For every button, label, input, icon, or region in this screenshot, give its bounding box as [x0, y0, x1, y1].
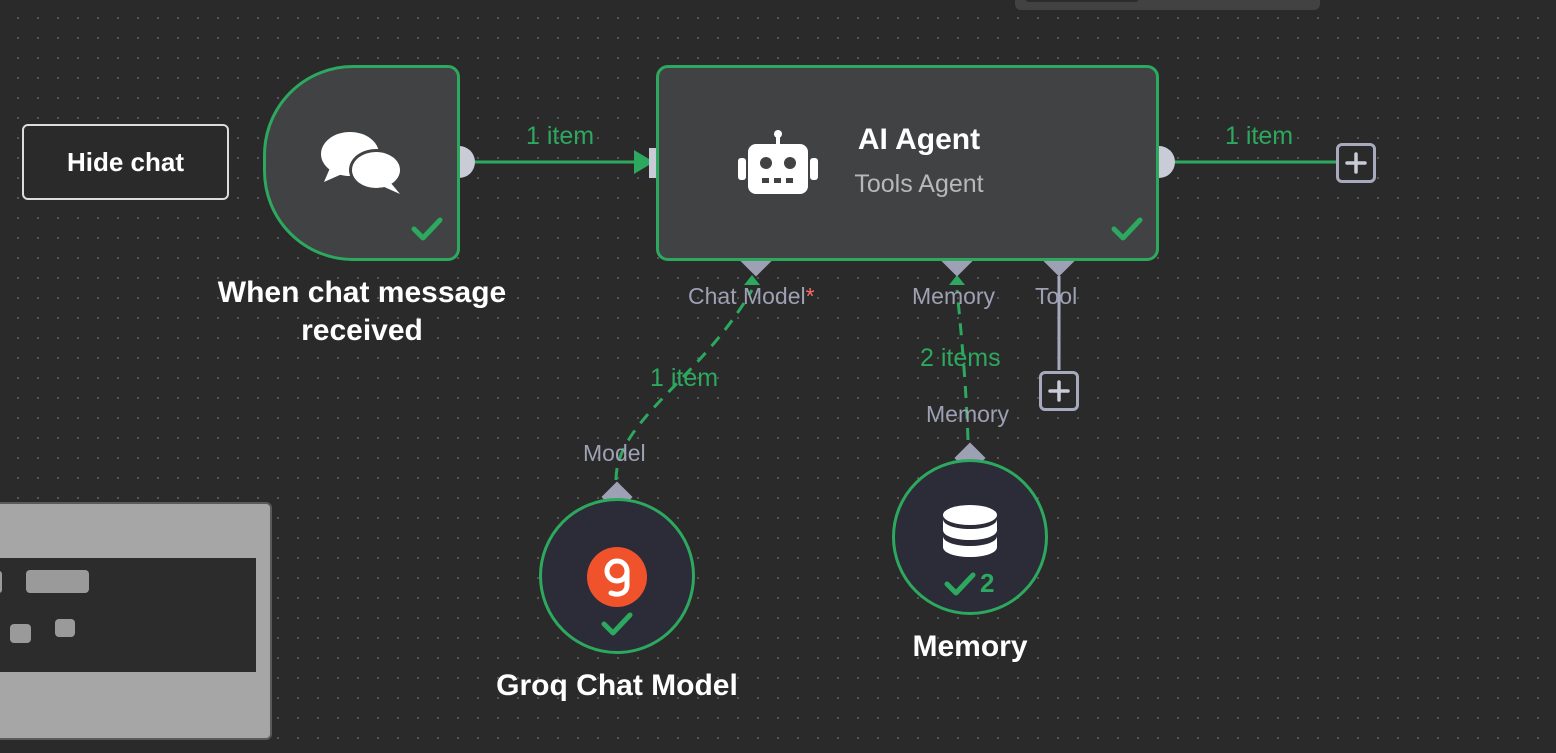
chat-trigger-node[interactable]	[263, 65, 460, 261]
canvas-toolbar	[1015, 0, 1320, 10]
agent-success-check-icon	[1111, 217, 1143, 241]
agent-node-title: AI Agent	[857, 123, 981, 156]
groq-logo-icon	[587, 547, 647, 607]
database-icon	[943, 505, 997, 557]
edge-label-groq-to-agent: 1 item	[650, 364, 719, 392]
memory-success-check-icon	[944, 572, 976, 596]
plus-icon	[1345, 152, 1367, 174]
groq-node-label: Groq Chat Model	[496, 669, 738, 702]
required-marker: *	[805, 283, 815, 309]
memory-run-count: 2	[980, 568, 995, 598]
chat-model-port-text: Chat Model	[688, 283, 806, 309]
minimap-node	[10, 624, 31, 643]
add-tool-button[interactable]	[1039, 371, 1079, 411]
chat-model-port-label: Chat Model*	[688, 283, 815, 310]
groq-model-port-label: Model	[583, 440, 646, 466]
hide-chat-button[interactable]: Hide chat	[22, 124, 229, 200]
add-next-node-button[interactable]	[1336, 143, 1376, 183]
edge-label-memory-to-agent: 2 items	[920, 344, 1001, 372]
edge-arrowhead	[634, 150, 654, 174]
memory-port-label: Memory	[912, 283, 996, 309]
tool-port-label: Tool	[1035, 283, 1078, 309]
memory-node-port-label: Memory	[926, 401, 1010, 427]
robot-icon	[738, 130, 818, 194]
groq-success-check-icon	[601, 612, 633, 636]
canvas-toolbar-segment	[1025, 0, 1139, 2]
agent-node-subtitle: Tools Agent	[854, 170, 984, 198]
memory-node-label: Memory	[912, 630, 1028, 663]
edge-label-trigger-to-agent: 1 item	[526, 122, 595, 150]
plus-icon	[1048, 380, 1070, 402]
edge-label-agent-output: 1 item	[1225, 122, 1294, 150]
trigger-success-check-icon	[411, 217, 443, 241]
ai-agent-node[interactable]	[656, 65, 1159, 261]
minimap-node	[0, 571, 2, 593]
minimap-node	[55, 619, 75, 637]
trigger-node-label: When chat message received	[217, 276, 507, 347]
minimap-node	[26, 570, 89, 593]
chat-bubbles-icon	[321, 132, 403, 194]
